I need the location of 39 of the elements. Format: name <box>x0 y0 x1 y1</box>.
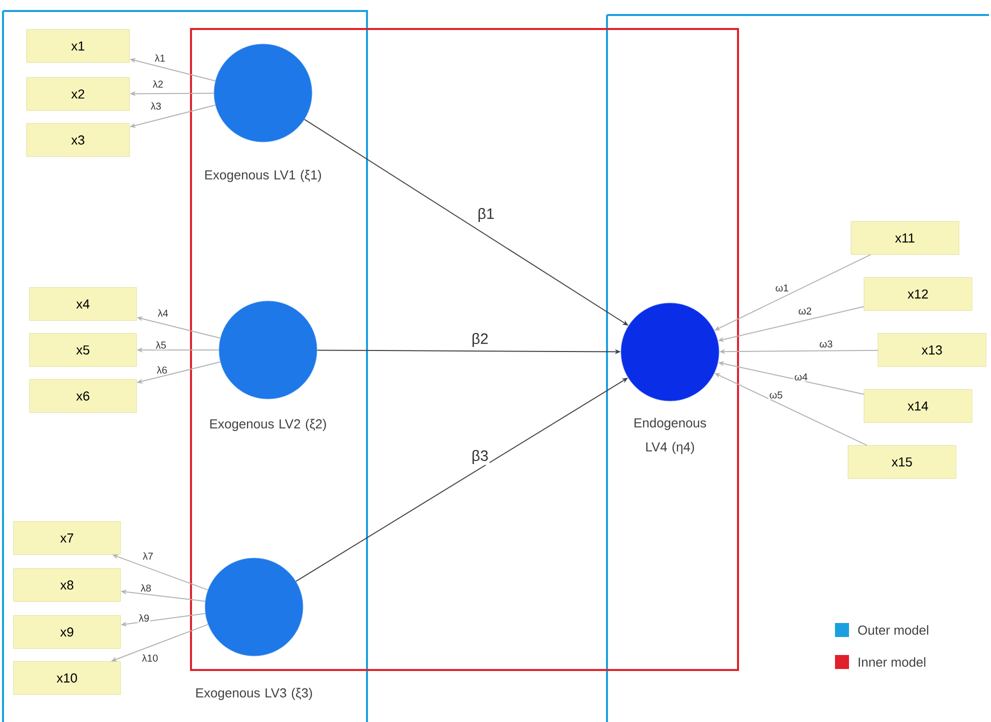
indicator-box: x3 <box>26 123 130 157</box>
edge-label: λ1 <box>154 54 165 62</box>
edge-label: λ4 <box>158 309 168 317</box>
edge-label: λ8 <box>140 584 151 592</box>
edge-label: λ5 <box>156 341 166 349</box>
edge-label: λ9 <box>138 614 149 622</box>
edge-label: λ2 <box>152 80 163 88</box>
indicator-box: x15 <box>848 445 956 479</box>
edge-label: ω1 <box>776 284 788 292</box>
indicator-box: x5 <box>29 333 137 367</box>
indicator-box: x13 <box>878 333 986 367</box>
node-label: Exogenous LV1 (ξ1) <box>205 170 321 182</box>
edge-label: β3 <box>472 450 488 464</box>
edge-label: ω2 <box>798 307 812 315</box>
indicator-box: x2 <box>26 77 130 111</box>
node-label: Endogenous LV4 (η4) <box>634 418 706 454</box>
edge-label: ω3 <box>820 340 832 348</box>
indicator-box: x14 <box>864 389 972 423</box>
edge-label: β2 <box>472 333 488 347</box>
indicator-box: x1 <box>26 29 130 63</box>
indicator-box: x4 <box>29 287 137 321</box>
node-label: Exogenous LV3 (ξ3) <box>196 688 312 700</box>
legend-label: Outer model <box>858 625 928 635</box>
edge-label: ω4 <box>794 374 808 380</box>
indicator-box: x10 <box>13 661 121 695</box>
indicator-box: x9 <box>13 615 121 649</box>
indicator-box: x11 <box>850 221 960 255</box>
legend-label: Inner model <box>858 657 926 667</box>
edge-label: β1 <box>478 208 494 222</box>
indicator-box: x12 <box>864 277 972 311</box>
edge-label: λ6 <box>156 366 167 374</box>
indicator-box: x7 <box>13 521 121 555</box>
edge-label: ω5 <box>770 392 782 398</box>
indicator-box: x8 <box>13 568 121 602</box>
edge-label: λ3 <box>150 102 161 110</box>
node-label: Exogenous LV2 (ξ2) <box>210 418 326 432</box>
edge-label: λ7 <box>142 552 153 560</box>
indicator-box: x6 <box>29 379 137 413</box>
edge-label: λ10 <box>142 654 158 662</box>
